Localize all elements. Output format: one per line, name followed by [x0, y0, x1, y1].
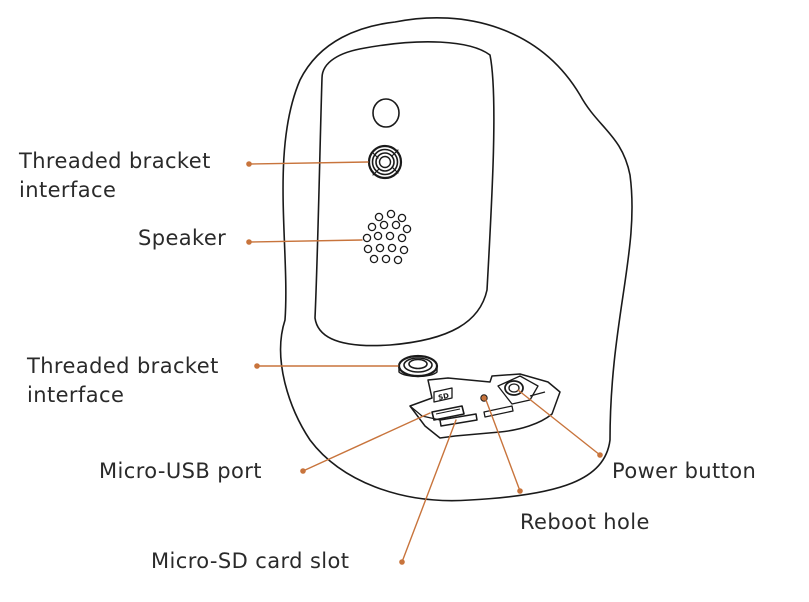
leader-speaker [248, 239, 363, 243]
label-speaker-text: Speaker [138, 226, 227, 250]
leader-reboot-hole [485, 399, 521, 492]
label-micro-usb-text: Micro-USB port [99, 459, 262, 483]
sd-marking [433, 387, 453, 403]
label-threaded-bracket-bottom: Threaded bracket interface [27, 352, 219, 410]
label-micro-sd-text: Micro-SD card slot [151, 549, 350, 573]
device-body-outline [279, 16, 633, 502]
leader-micro-usb [302, 412, 431, 472]
speaker-grille [362, 209, 412, 265]
label-threaded-bracket-top-line1: Threaded bracket [19, 149, 211, 173]
label-reboot-hole-text: Reboot hole [520, 510, 650, 534]
front-face-plate [314, 41, 495, 347]
leader-threaded-bracket-top [248, 161, 369, 165]
label-reboot-hole: Reboot hole [520, 508, 650, 537]
port-cover-plate [409, 373, 561, 439]
micro-sd-slot [439, 413, 478, 427]
label-threaded-bracket-bottom-line2: interface [27, 383, 125, 407]
leader-micro-sd [401, 419, 457, 563]
top-hole [372, 98, 400, 128]
leader-lines [248, 161, 601, 563]
threaded-bracket-bottom [397, 354, 439, 378]
threaded-bracket-front [367, 144, 403, 180]
leader-power-button [517, 389, 601, 456]
label-micro-usb: Micro-USB port [99, 457, 262, 486]
label-threaded-bracket-top: Threaded bracket interface [19, 147, 211, 205]
label-threaded-bracket-top-line2: interface [19, 178, 117, 202]
micro-usb-port [431, 405, 465, 421]
label-threaded-bracket-bottom-line1: Threaded bracket [27, 354, 219, 378]
label-power-button: Power button [612, 457, 756, 486]
power-button [504, 380, 524, 396]
label-speaker: Speaker [138, 224, 226, 253]
port-marking-text: SD [437, 392, 449, 402]
leader-dots [246, 161, 603, 565]
label-power-button-text: Power button [612, 459, 757, 483]
label-micro-sd: Micro-SD card slot [151, 547, 349, 576]
